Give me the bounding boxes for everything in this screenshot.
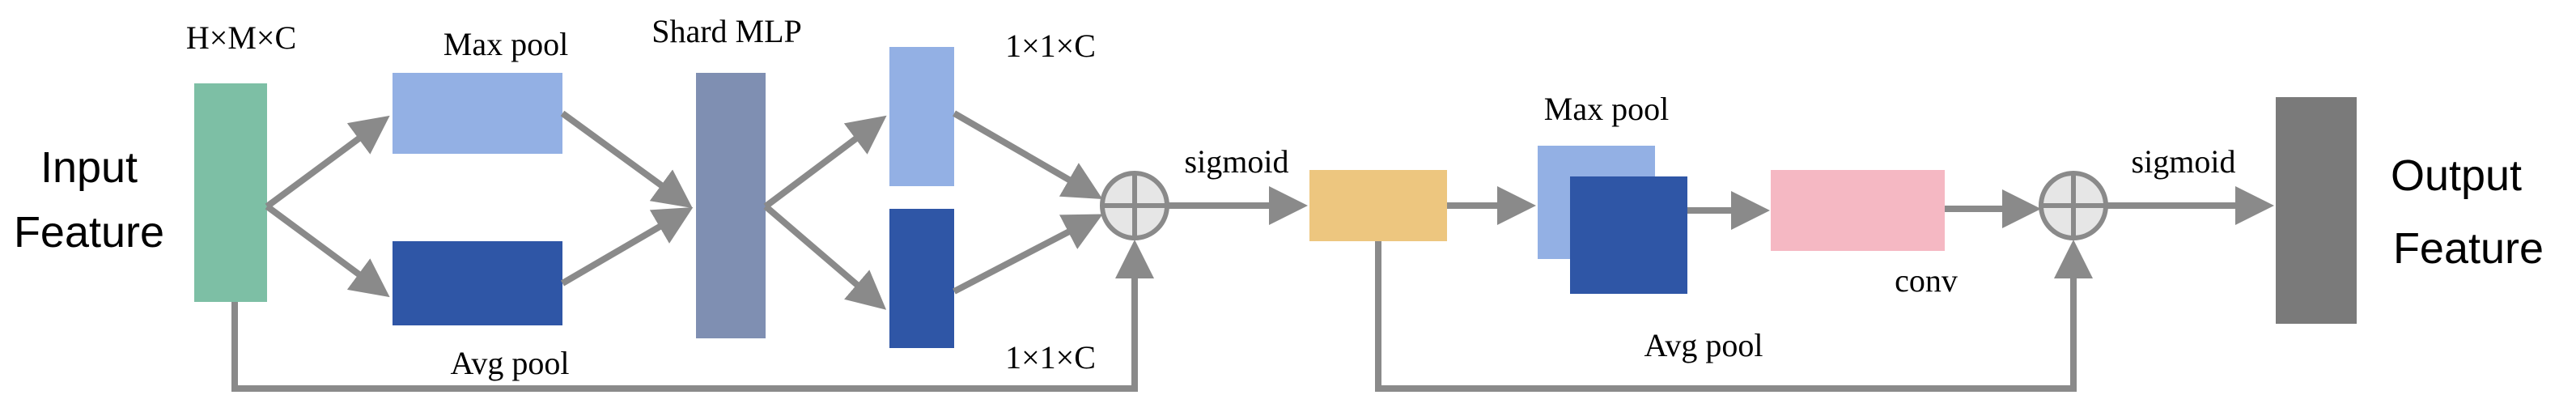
channel-attention-block	[1309, 170, 1447, 241]
conv-block	[1771, 170, 1945, 251]
adder-2-icon	[2039, 171, 2108, 240]
output-feature-block	[2276, 97, 2357, 324]
channel-max-pool-label: Max pool	[443, 26, 568, 62]
output-feature-label-line1: Output	[2391, 151, 2522, 200]
arrow-input-to-avgpool	[265, 203, 390, 298]
arrow-input-to-maxpool	[265, 115, 390, 210]
arrow-max-output-to-adder	[952, 110, 1103, 200]
channel-dims-bottom-label: 1×1×C	[1005, 339, 1096, 376]
output-feature-label-line2: Feature	[2393, 224, 2544, 273]
shared-mlp-block	[696, 73, 766, 338]
mlp-output-avg-block	[889, 209, 954, 348]
mlp-output-max-block	[889, 47, 954, 186]
spatial-avg-pool-block	[1570, 176, 1687, 294]
arrow-avg-output-to-adder	[953, 214, 1103, 295]
channel-dims-top-label: 1×1×C	[1005, 28, 1096, 64]
input-feature-label-line2: Feature	[14, 208, 164, 257]
arrow-input-skip-connection	[231, 240, 1154, 392]
shared-mlp-label: Shard MLP	[651, 13, 802, 49]
arrow-mlp-to-avg-output	[763, 203, 887, 310]
spatial-max-pool-label: Max pool	[1544, 91, 1669, 127]
channel-max-pool-block	[393, 73, 562, 154]
sigmoid-label-2: sigmoid	[2132, 143, 2236, 180]
channel-avg-pool-block	[393, 241, 562, 325]
sigmoid-label-1: sigmoid	[1185, 143, 1289, 180]
adder-1-icon	[1100, 171, 1169, 240]
arrow-avgpool-to-mlp	[560, 206, 694, 287]
channel-avg-pool-label: Avg pool	[450, 345, 569, 381]
arrow-maxpool-to-mlp	[560, 110, 693, 209]
arrow-spatial-skip-connection	[1375, 240, 2093, 392]
conv-label: conv	[1895, 262, 1958, 299]
input-dims-label: H×M×C	[186, 19, 296, 56]
arrow-mlp-to-max-output	[763, 115, 887, 210]
spatial-avg-pool-label: Avg pool	[1644, 327, 1763, 363]
input-feature-label-line1: Input	[40, 143, 138, 192]
input-feature-block	[194, 83, 267, 302]
